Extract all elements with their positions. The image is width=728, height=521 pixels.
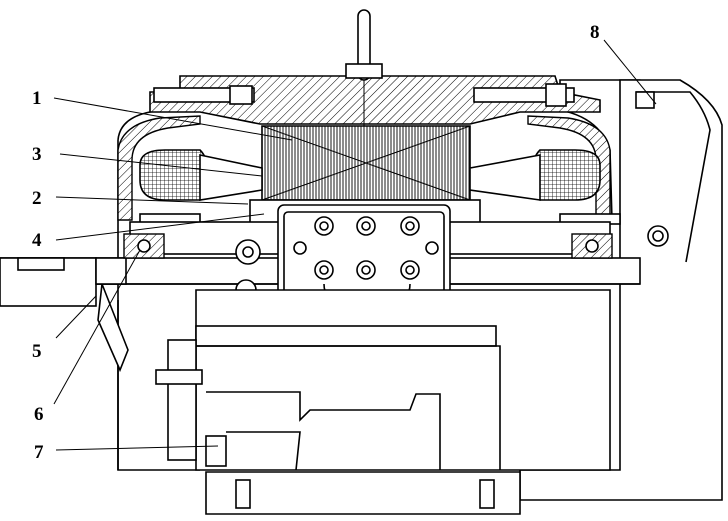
callout-leaders	[53, 39, 657, 451]
callout-7: 7	[34, 442, 44, 463]
bearing-left	[123, 233, 165, 259]
stator-housing-top	[149, 9, 601, 128]
callout-3: 3	[32, 144, 42, 165]
stator-windings	[139, 149, 601, 201]
callout-1: 1	[32, 88, 42, 109]
callout-4: 4	[32, 230, 42, 251]
callout-8: 8	[590, 22, 600, 43]
bearings	[123, 225, 669, 259]
mounting-foot	[205, 471, 521, 515]
shaft-key	[17, 257, 65, 271]
motor-frame-lower	[97, 283, 611, 515]
winding-left	[139, 149, 209, 201]
callout-2: 2	[32, 188, 42, 209]
top-bolt-left	[153, 87, 255, 103]
stator-core	[261, 125, 471, 201]
shaft-clamp	[97, 283, 129, 373]
winding-right	[531, 149, 601, 201]
callout-6: 6	[34, 404, 44, 425]
callout-5: 5	[32, 341, 42, 362]
foot-bolt	[155, 369, 203, 385]
callout-labels: 1 2 3 4 5 6 7 8	[32, 22, 600, 463]
cowl-tab	[635, 91, 655, 109]
